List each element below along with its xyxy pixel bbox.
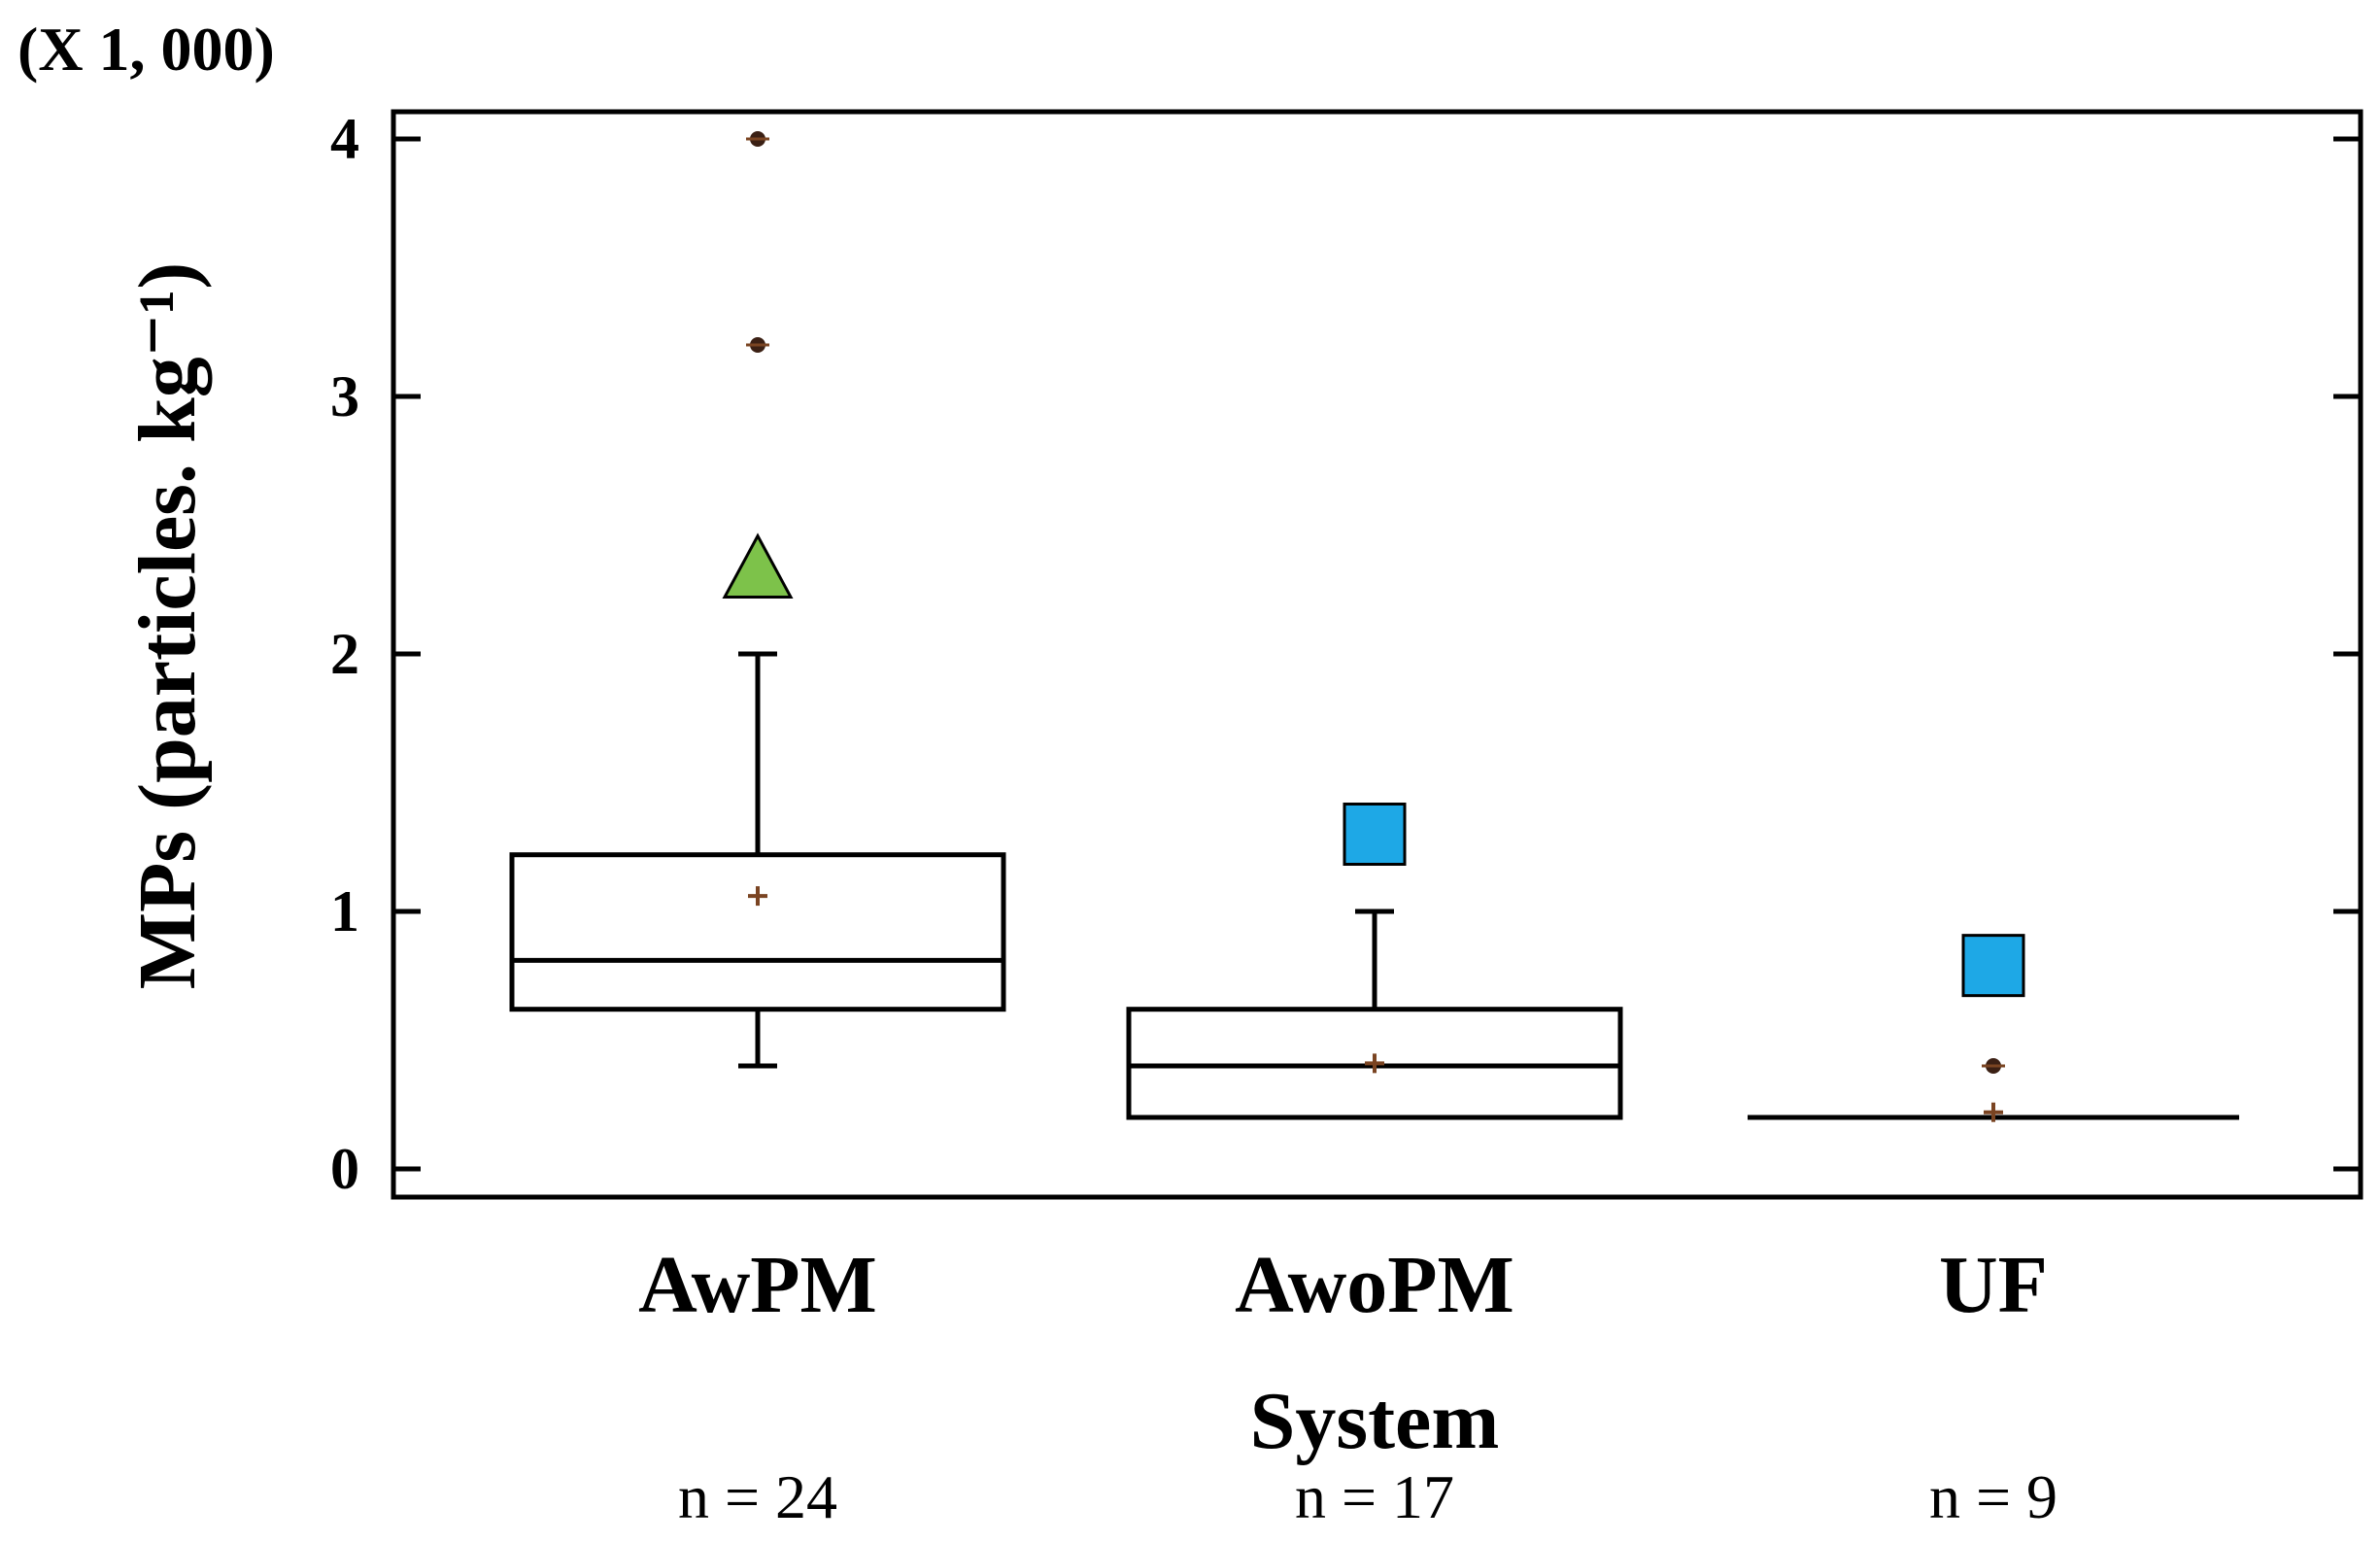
- far-outlier-square: [1343, 803, 1407, 866]
- sample-size-label: n = 17: [1295, 1462, 1454, 1531]
- sample-size-label: n = 24: [678, 1462, 837, 1531]
- y-tick-label: 2: [330, 622, 359, 686]
- category-label-awopm: AwoPM: [1235, 1240, 1514, 1330]
- y-tick-label: 0: [330, 1137, 359, 1201]
- category-label-uf: UF: [1939, 1240, 2048, 1330]
- y-tick-label: 3: [330, 364, 359, 429]
- scale-label: (X 1, 000): [17, 15, 275, 84]
- y-tick-label: 4: [330, 107, 359, 171]
- x-category-labels: AwPM AwoPM UF: [638, 1240, 2048, 1330]
- box-awpm: [509, 131, 1006, 1069]
- box-iqr: [1126, 1007, 1623, 1120]
- sample-size-labels: n = 24 n = 17 n = 9: [678, 1462, 2057, 1531]
- y-tick-label: 1: [330, 879, 359, 943]
- far-outlier-square: [1961, 934, 2025, 998]
- y-axis-ticks: 0 1 2 3 4: [330, 107, 2361, 1201]
- sample-size-label: n = 9: [1929, 1462, 2057, 1531]
- box-uf: [1748, 934, 2239, 1122]
- category-label-awpm: AwPM: [638, 1240, 877, 1330]
- boxes: [509, 131, 2239, 1122]
- box-awopm: [1126, 803, 1623, 1120]
- far-outlier-triangle: [722, 532, 794, 599]
- x-axis-label: System: [1250, 1376, 1500, 1466]
- plot-frame: [391, 109, 2363, 1200]
- y-axis-label: MPs (particles. kg⁻¹): [122, 262, 213, 989]
- box-iqr: [509, 852, 1006, 1012]
